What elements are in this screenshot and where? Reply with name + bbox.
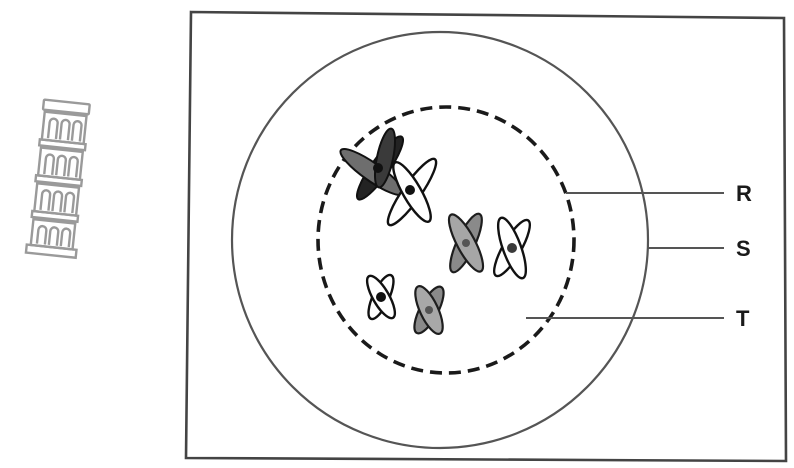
outer-frame [186, 12, 786, 461]
chromosome-medium-grey [443, 210, 489, 276]
chromosome-small-outline [362, 272, 400, 322]
chromosome-medium-outline [488, 215, 536, 281]
label-t: T [736, 306, 750, 331]
outer-circle-s [232, 32, 648, 448]
leaning-tower-icon [26, 99, 92, 257]
label-s: S [736, 236, 751, 261]
chromosome-small-grey [409, 283, 449, 338]
label-r: R [736, 181, 752, 206]
dashed-circle-r [318, 107, 574, 373]
